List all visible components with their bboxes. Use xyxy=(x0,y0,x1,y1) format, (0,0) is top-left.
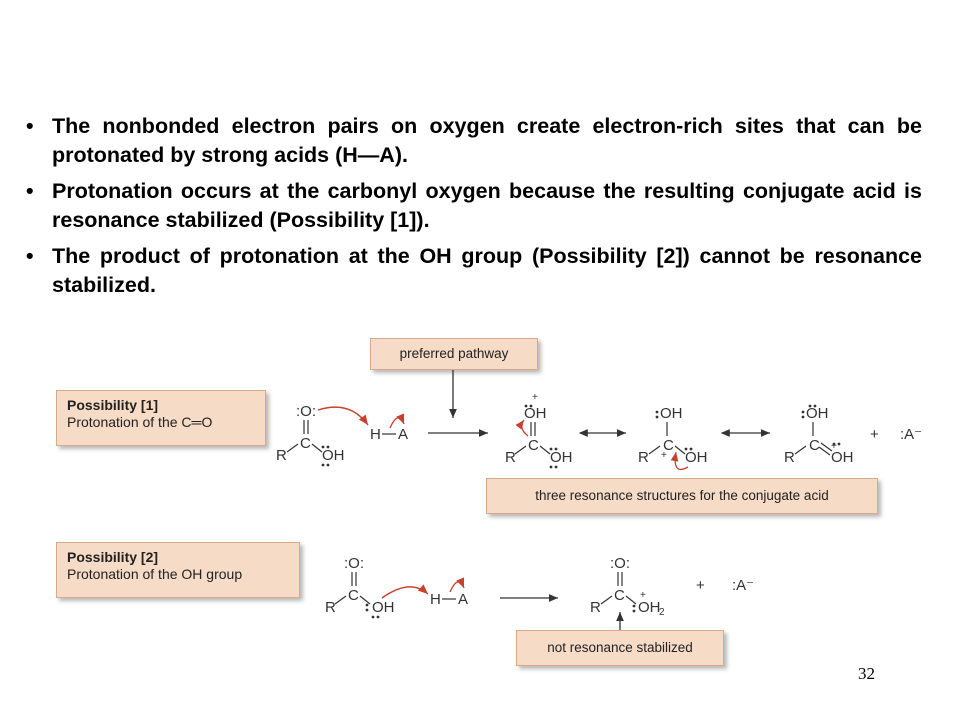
oh-label: OH xyxy=(806,405,829,422)
possibility-2-box: Possibility [2] Protonation of the OH gr… xyxy=(56,542,300,598)
bullet-text: The product of protonation at the OH gro… xyxy=(52,244,922,297)
plus-charge: + xyxy=(640,590,646,601)
bullet-item: • The nonbonded electron pairs on oxygen … xyxy=(26,112,922,170)
possibility-2-title: Possibility [2] xyxy=(67,549,159,565)
carboxylic-acid-2: :O: C R OH xyxy=(325,555,395,619)
curved-arrow-icon xyxy=(389,413,405,429)
curved-arrow-icon xyxy=(515,419,529,437)
anion-label: :A⁻ xyxy=(732,577,754,594)
carbon-label: C xyxy=(348,587,359,604)
bullet-marker: • xyxy=(26,179,34,203)
bullet-item: • Protonation occurs at the carbonyl oxyg… xyxy=(26,177,922,235)
oh-label: OH xyxy=(660,405,683,422)
a-label: A xyxy=(398,426,408,443)
carbonyl-oxygen-label: :O: xyxy=(296,403,316,420)
r-group-label: R xyxy=(505,449,516,466)
oh2-label: OH xyxy=(638,599,661,616)
resonance-structure-3: OH C R + OH xyxy=(784,404,854,466)
carbon-label: C xyxy=(663,437,674,454)
curved-arrow-icon xyxy=(381,584,429,599)
bullet-text: Protonation occurs at the carbonyl oxyge… xyxy=(52,179,922,232)
possibility-1-subtitle: Protonation of the C═O xyxy=(67,414,213,430)
not-stabilized-label: not resonance stabilized xyxy=(516,630,724,666)
subscript-two: 2 xyxy=(659,607,665,618)
r-group-label: R xyxy=(638,449,649,466)
a-label: A xyxy=(458,591,468,608)
acid-ha-2: H A xyxy=(430,591,468,608)
carbonyl-oxygen-label: :O: xyxy=(344,555,364,572)
resonance-structure-1: + OH C R OH xyxy=(505,392,573,469)
anion-label: :A⁻ xyxy=(900,426,922,443)
plus-charge: + xyxy=(661,450,667,461)
plus-sign: + xyxy=(696,577,705,594)
carboxylic-acid-1: :O: C R OH xyxy=(276,403,345,467)
carbonyl-oxygen-label: :O: xyxy=(610,555,630,572)
r-group-label: R xyxy=(784,449,795,466)
bullet-marker: • xyxy=(26,244,34,268)
bullet-item: • The product of protonation at the OH gr… xyxy=(26,242,922,300)
curved-arrow-icon xyxy=(317,406,369,426)
plus-charge: + xyxy=(831,441,837,452)
carbon-label: C xyxy=(809,437,820,454)
oh-label: OH xyxy=(524,405,547,422)
bullet-marker: • xyxy=(26,114,34,138)
plus-charge: + xyxy=(532,392,538,403)
hydroxyl-label: OH xyxy=(322,447,345,464)
three-resonance-label: three resonance structures for the conju… xyxy=(486,478,878,514)
bullet-list: • The nonbonded electron pairs on oxygen … xyxy=(26,112,922,307)
r-group-label: R xyxy=(590,599,601,616)
hydroxyl-label: OH xyxy=(685,449,708,466)
carbon-label: C xyxy=(300,435,311,452)
resonance-structure-2: OH C + R OH xyxy=(638,405,708,466)
carbon-label: C xyxy=(528,437,539,454)
hydroxyl-label: OH xyxy=(550,449,573,466)
plus-sign: + xyxy=(870,426,879,443)
possibility-2-subtitle: Protonation of the OH group xyxy=(67,566,243,582)
possibility-1-title: Possibility [1] xyxy=(67,397,159,413)
bullet-text: The nonbonded electron pairs on oxygen c… xyxy=(52,114,922,167)
r-group-label: R xyxy=(325,599,336,616)
possibility-1-box: Possibility [1] Protonation of the C═O xyxy=(56,390,266,446)
protonated-oh-product: :O: C R + OH 2 xyxy=(590,555,665,618)
hydrogen-label: H xyxy=(430,591,441,608)
page-number: 32 xyxy=(858,664,875,683)
carbon-label: C xyxy=(614,587,625,604)
hydroxyl-label: OH xyxy=(831,449,854,466)
r-group-label: R xyxy=(276,447,287,464)
curved-arrow-icon xyxy=(449,577,465,593)
hydrogen-label: H xyxy=(370,426,381,443)
hydroxyl-label: OH xyxy=(372,599,395,616)
curved-arrow-icon xyxy=(670,451,689,471)
acid-ha-1: H A xyxy=(370,426,408,443)
preferred-pathway-label: preferred pathway xyxy=(370,338,538,370)
